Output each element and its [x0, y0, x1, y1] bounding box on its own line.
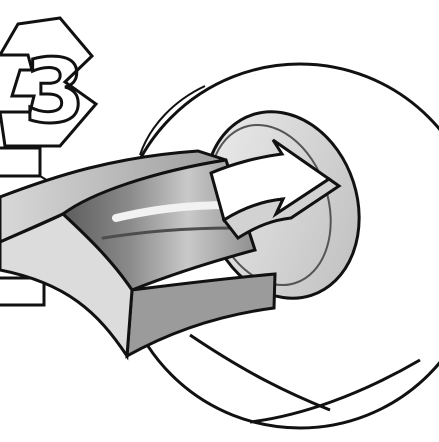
step-number-badge: 3	[0, 18, 96, 146]
step-number-label: 3	[24, 40, 85, 143]
